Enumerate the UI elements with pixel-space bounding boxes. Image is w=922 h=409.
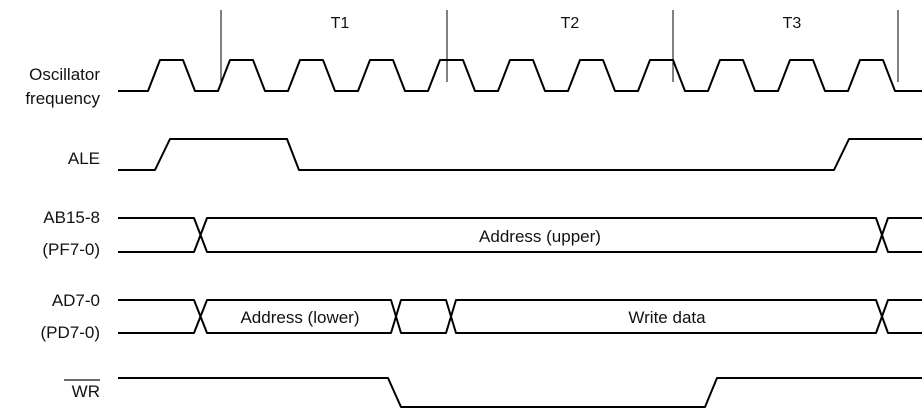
ad-label-line2: (PD7-0): [40, 323, 100, 342]
period-label-t1: T1: [331, 15, 350, 32]
period-label-t2: T2: [561, 15, 580, 32]
period-label-t3: T3: [783, 15, 802, 32]
address-upper-label: Address (upper): [479, 227, 601, 246]
ad-label-line1: AD7-0: [52, 291, 100, 310]
ab-label-line2: (PF7-0): [42, 240, 100, 259]
ale-waveform: [118, 138, 922, 171]
ab-bus-top: [118, 217, 922, 253]
ad-bus-bottom: [118, 299, 922, 334]
wr-waveform: [118, 377, 922, 408]
period-markers: [220, 10, 899, 82]
ab-bus: [118, 217, 922, 253]
write-data-label: Write data: [628, 308, 706, 327]
ad-bus: [118, 299, 922, 334]
ale-label: ALE: [68, 149, 100, 168]
wr-label: WR: [72, 382, 100, 401]
ab-bus-bottom: [118, 217, 922, 253]
oscillator-waveform: [118, 59, 922, 92]
ab-label-line1: AB15-8: [43, 208, 100, 227]
oscillator-label-line1: Oscillator: [29, 65, 100, 84]
address-lower-label: Address (lower): [240, 308, 359, 327]
ad-bus-top: [118, 299, 922, 334]
oscillator-label-line2: frequency: [25, 89, 100, 108]
